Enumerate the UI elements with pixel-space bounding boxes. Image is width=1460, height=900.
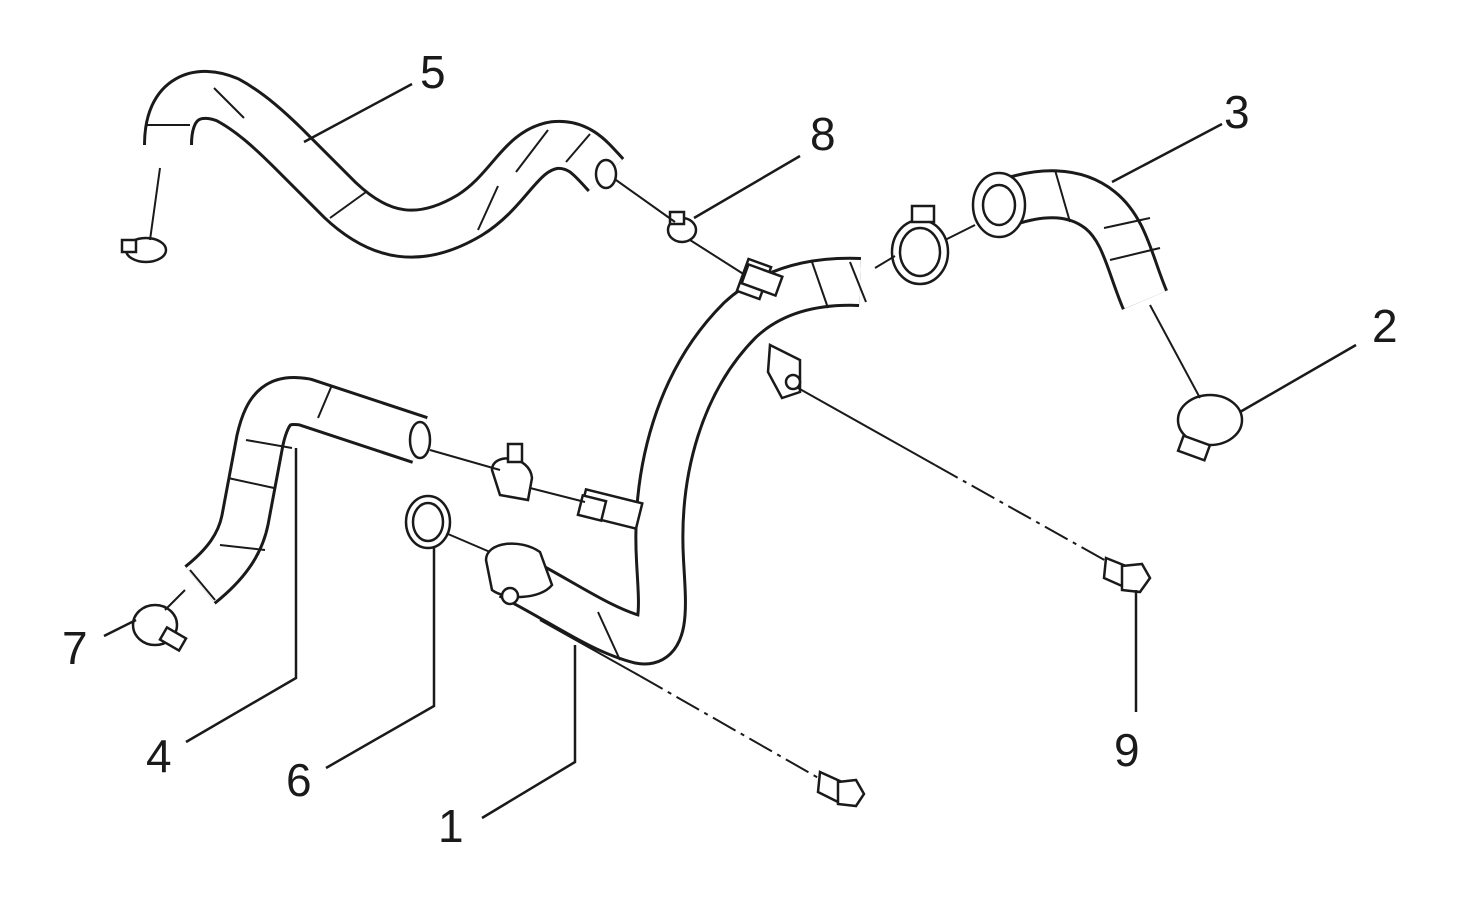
callout-8: 8 [810, 108, 836, 160]
callout-7: 7 [62, 622, 88, 674]
leader-6 [325, 546, 436, 770]
leader-3 [1111, 122, 1223, 184]
leader-4 [185, 448, 298, 744]
callout-9: 9 [1114, 724, 1140, 776]
leader-1 [481, 645, 577, 820]
clamp-center [490, 442, 534, 502]
bolt-part-9 [1102, 556, 1152, 594]
bolt-lower [816, 770, 866, 808]
callout-3: 3 [1224, 86, 1250, 138]
leader-8 [693, 154, 801, 220]
leader-2 [1239, 343, 1357, 414]
stub-fittings [576, 262, 784, 523]
clamp-part-2 [1176, 393, 1244, 462]
callout-6: 6 [286, 754, 312, 806]
clamp-part-8 [666, 210, 698, 244]
clamp-part-7 [131, 603, 188, 653]
hose-part-1 [484, 256, 867, 666]
callout-2: 2 [1372, 300, 1398, 352]
o-ring-part-6 [404, 494, 452, 550]
hose-part-3 [971, 169, 1169, 310]
leader-7 [103, 618, 137, 638]
clamp-upper-left [120, 236, 168, 264]
hose-part-4 [184, 376, 432, 605]
callout-4: 4 [146, 730, 172, 782]
callout-5: 5 [420, 46, 446, 98]
hose-part-5 [143, 69, 625, 259]
clamp-right-upper [890, 204, 950, 286]
leader-5 [303, 82, 413, 144]
callout-1: 1 [438, 800, 464, 852]
